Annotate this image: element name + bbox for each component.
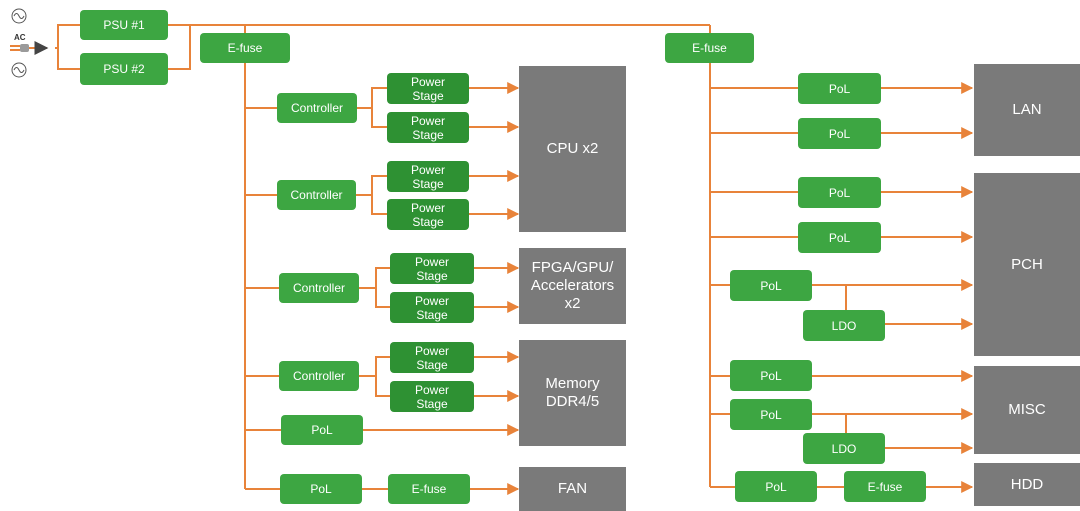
efuse-right: E-fuse	[665, 33, 754, 63]
power-stage: Power Stage	[390, 342, 474, 373]
memory-controller: Controller	[279, 361, 359, 391]
fan-load: FAN	[519, 467, 626, 511]
pol-pch-1: PoL	[798, 177, 881, 208]
cpu-controller-2: Controller	[277, 180, 356, 210]
cpu-load: CPU x2	[519, 66, 626, 232]
power-stage: Power Stage	[387, 73, 469, 104]
pol-misc-2: PoL	[730, 399, 812, 430]
efuse-left: E-fuse	[200, 33, 290, 63]
pol-pch-3: PoL	[730, 270, 812, 301]
ac-plug-icon	[10, 41, 49, 55]
ac-source-icon	[11, 8, 27, 24]
hdd-load: HDD	[974, 463, 1080, 506]
pol-memory: PoL	[281, 415, 363, 445]
ldo-misc: LDO	[803, 433, 885, 464]
memory-load: Memory DDR4/5	[519, 340, 626, 446]
power-stage: Power Stage	[387, 112, 469, 143]
ac-label: AC	[14, 33, 26, 42]
pol-hdd: PoL	[735, 471, 817, 502]
psu-2: PSU #2	[80, 53, 168, 85]
cpu-controller-1: Controller	[277, 93, 357, 123]
pol-lan-1: PoL	[798, 73, 881, 104]
ac-source-icon	[11, 62, 27, 78]
fpga-controller: Controller	[279, 273, 359, 303]
pol-misc-1: PoL	[730, 360, 812, 391]
lan-load: LAN	[974, 64, 1080, 156]
pol-fan: PoL	[280, 474, 362, 504]
pch-load: PCH	[974, 173, 1080, 356]
pol-pch-2: PoL	[798, 222, 881, 253]
efuse-fan: E-fuse	[388, 474, 470, 504]
ldo-pch: LDO	[803, 310, 885, 341]
power-stage: Power Stage	[390, 253, 474, 284]
efuse-hdd: E-fuse	[844, 471, 926, 502]
power-stage: Power Stage	[387, 199, 469, 230]
power-stage: Power Stage	[387, 161, 469, 192]
psu-1: PSU #1	[80, 10, 168, 40]
power-stage: Power Stage	[390, 292, 474, 323]
misc-load: MISC	[974, 366, 1080, 454]
pol-lan-2: PoL	[798, 118, 881, 149]
power-stage: Power Stage	[390, 381, 474, 412]
fpga-load: FPGA/GPU/ Accelerators x2	[519, 248, 626, 324]
